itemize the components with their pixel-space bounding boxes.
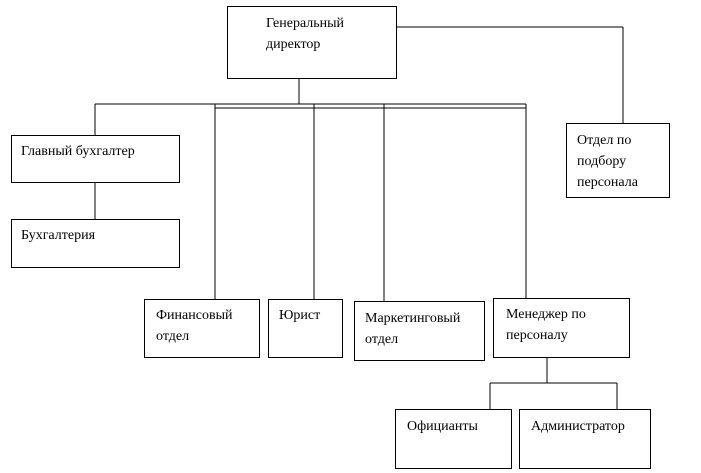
node-marketing-department-label: Маркетинговый отдел xyxy=(365,311,461,347)
node-administrator: Администратор xyxy=(519,409,651,469)
node-waiters: Официанты xyxy=(395,409,512,469)
node-lawyer-label: Юрист xyxy=(279,308,321,323)
node-accounting: Бухгалтерия xyxy=(11,219,180,268)
node-chief-accountant-label: Главный бухгалтер xyxy=(21,144,135,159)
node-finance-department: Финансовый отдел xyxy=(144,299,260,358)
node-general-director-label: Генеральный директор xyxy=(266,16,345,52)
node-lawyer: Юрист xyxy=(268,299,343,358)
node-marketing-department: Маркетинговый отдел xyxy=(354,301,485,361)
node-general-director: Генеральный директор xyxy=(227,6,397,79)
node-waiters-label: Официанты xyxy=(407,419,478,434)
node-hr-department: Отдел по подбору персонала xyxy=(566,123,670,198)
node-accounting-label: Бухгалтерия xyxy=(21,228,96,243)
node-personnel-manager: Менеджер по персоналу xyxy=(493,298,630,358)
node-hr-department-label: Отдел по подбору персонала xyxy=(577,133,638,190)
node-personnel-manager-label: Менеджер по персоналу xyxy=(506,307,586,343)
node-administrator-label: Администратор xyxy=(531,419,625,434)
node-chief-accountant: Главный бухгалтер xyxy=(11,135,180,183)
node-finance-department-label: Финансовый отдел xyxy=(156,308,233,344)
